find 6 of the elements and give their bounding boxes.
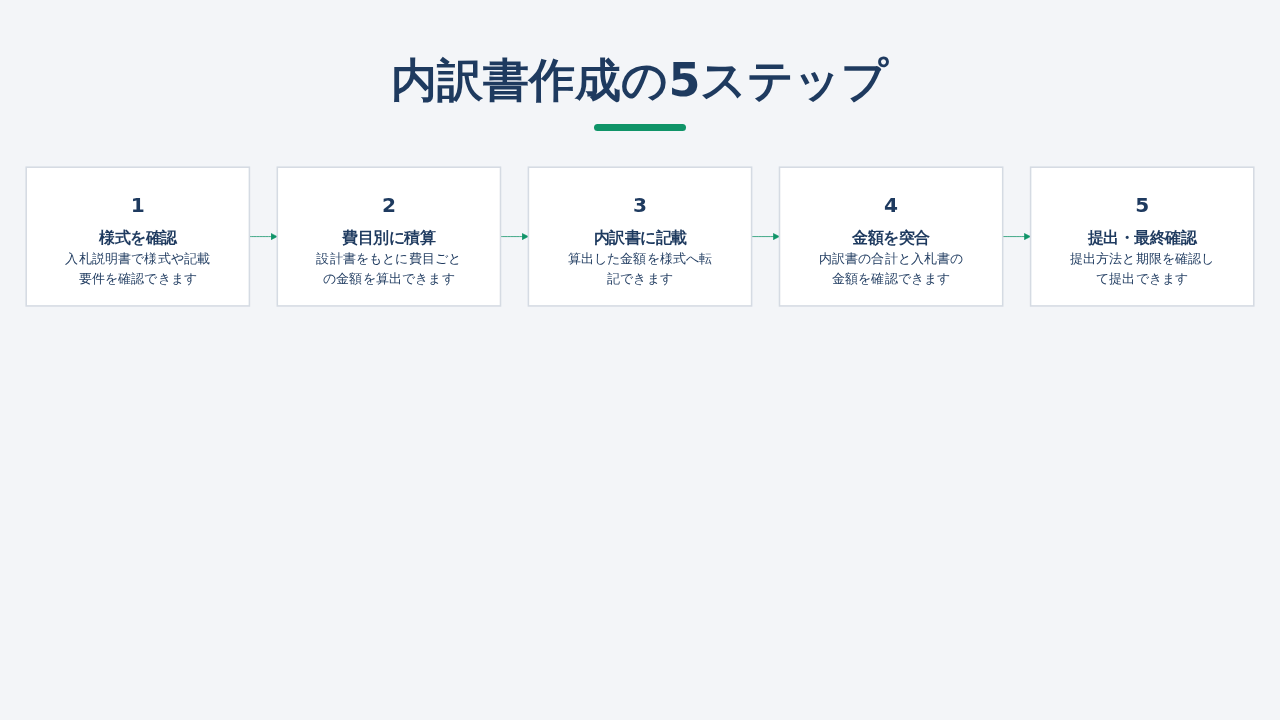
node-box: 1 様式を確認 入札説明書で様式や記載要件を確認できます [25,166,251,307]
title: 内訳書作成の5ステップ [391,52,889,109]
node-box: 4 金額を突合 内訳書の合計と入札書の金額を確認できます [778,166,1004,307]
node-box: 3 内訳書に記載 算出した金額を様式へ転記できます [527,166,753,307]
node-box: 5 提出・最終確認 提出方法と期限を確認して提出できます [1029,166,1255,307]
node-box: 2 費目別に積算 設計書をもとに費目ごとの金額を算出できます [276,166,502,307]
